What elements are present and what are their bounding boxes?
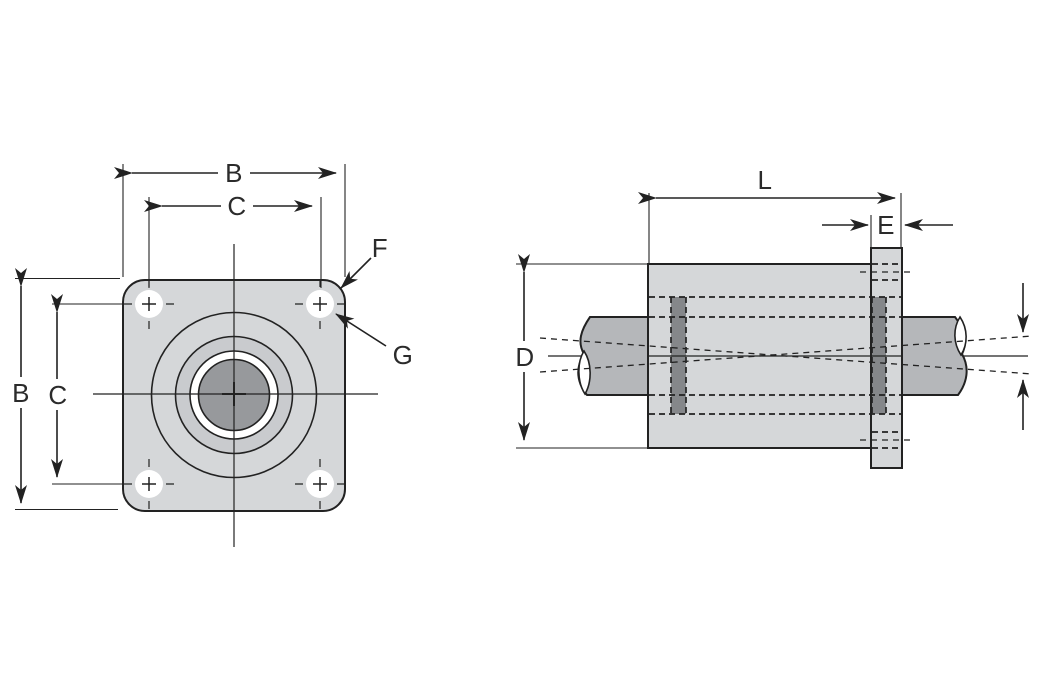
shaft-right-break [954,315,967,357]
dim-label-e: E [877,210,895,240]
dimension-B-left: B [6,268,120,511]
misalignment-line-1 [539,337,1033,375]
callout-label-f: F [372,233,388,263]
misalignment-line-2 [539,335,1033,373]
flange-hole-hidden-edges [872,263,901,449]
dimension-C-top: C [144,191,322,288]
dimension-D: D [509,254,650,449]
dim-label-b-top: B [225,158,243,188]
dim-label-b-left: B [12,378,30,408]
dimension-E: E [822,210,953,247]
dim-label-c-top: C [227,191,246,221]
dimension-B-top: B [114,158,346,277]
callout-F: F [340,233,388,289]
flange-hole-centerlines [860,271,912,441]
dimension-C-left: C [42,294,132,485]
callout-G: G [335,313,414,370]
dim-label-c-left: C [48,380,67,410]
side-view: D L E [509,165,1033,469]
shaft-left-break [578,349,591,396]
dim-label-l: L [758,165,773,195]
callout-label-g: G [393,340,414,370]
dimension-L: L [638,165,902,264]
front-view: B C B C F [6,158,413,547]
dim-label-d: D [515,342,534,372]
center-mark [222,382,246,406]
